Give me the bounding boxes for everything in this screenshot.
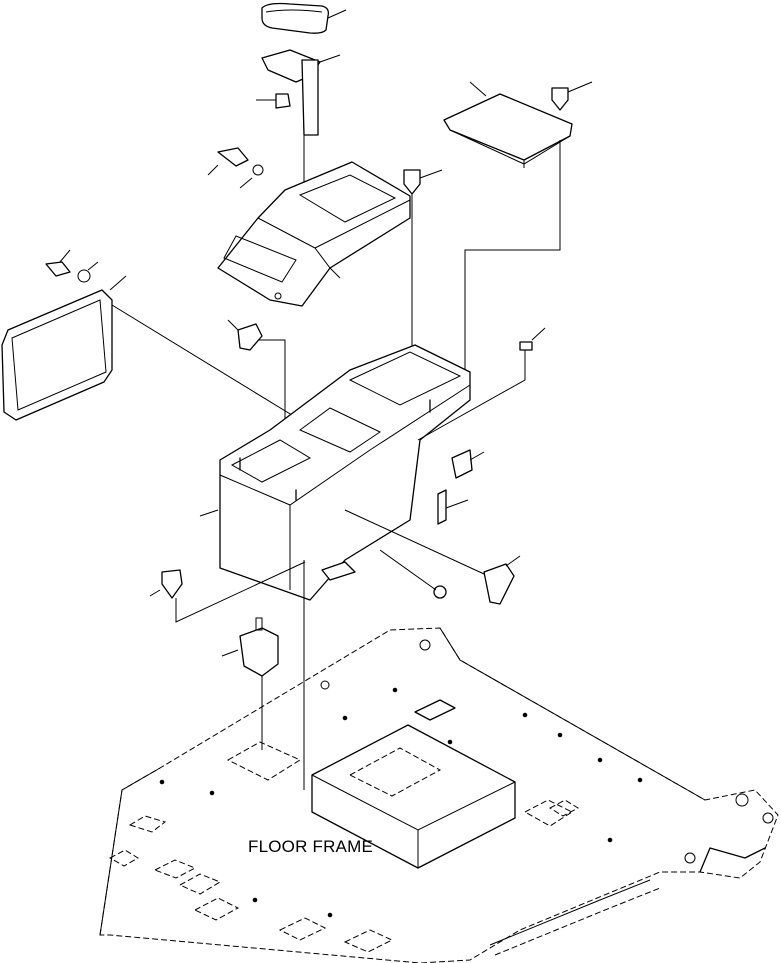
floor-frame-label: FLOOR FRAME xyxy=(248,837,373,856)
bolt-lower-left xyxy=(149,561,306,623)
cover-plate xyxy=(443,81,573,380)
console-upper xyxy=(217,161,411,307)
clip-right xyxy=(437,449,485,525)
bolt-right-top xyxy=(551,81,593,111)
cap xyxy=(379,549,447,599)
switch-lever xyxy=(344,509,521,605)
knob-cover xyxy=(261,2,347,34)
side-panel xyxy=(1,275,301,421)
console-body xyxy=(199,344,471,601)
wire-harness xyxy=(417,327,546,441)
floor-frame xyxy=(99,627,779,963)
bolt-left-outer xyxy=(45,249,99,283)
bolt-small-1 xyxy=(256,93,291,109)
socket xyxy=(221,617,279,750)
bolt-left-mid xyxy=(207,147,264,189)
